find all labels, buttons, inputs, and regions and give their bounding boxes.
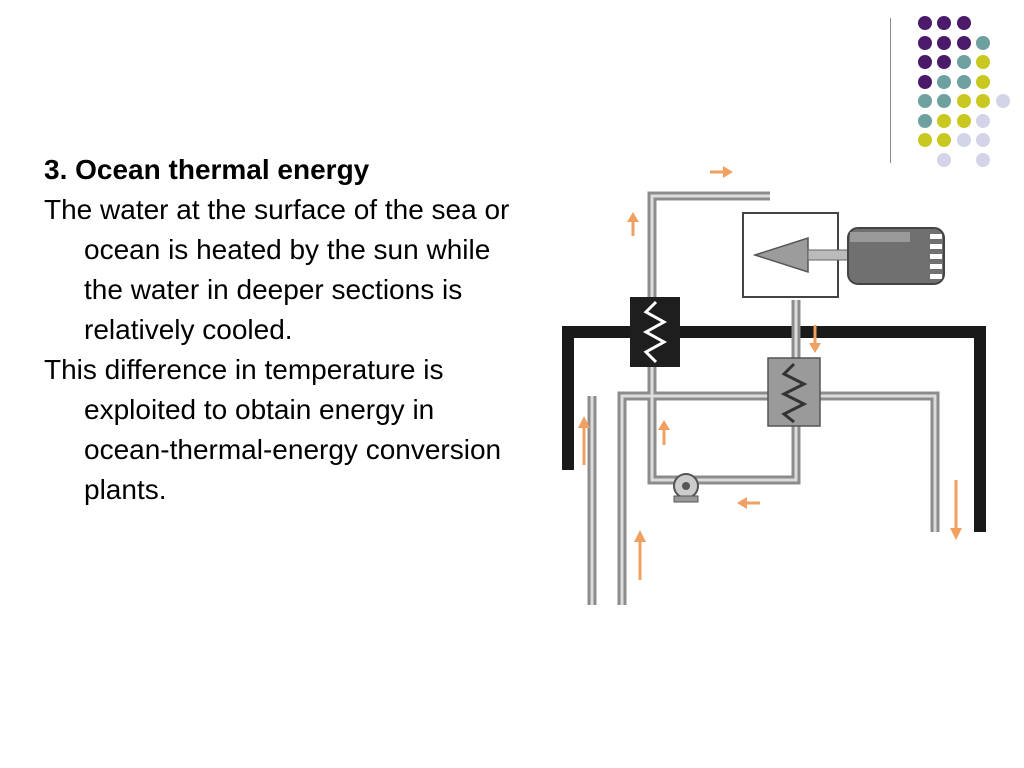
arrow-left-icon [737, 497, 760, 509]
heat-exchanger-cool-icon [767, 357, 821, 427]
paragraph-surface-water: The water at the surface of the sea or o… [44, 194, 510, 345]
flow-arrows [578, 166, 962, 580]
paragraph-temperature-difference: This difference in temperature is exploi… [44, 354, 502, 505]
decorative-dot [937, 16, 951, 30]
decorative-dot [937, 152, 951, 167]
decorative-dot [976, 133, 990, 147]
decorative-dot [937, 94, 951, 108]
otec-plant-diagram [562, 166, 986, 605]
generator-icon [847, 227, 945, 285]
decorative-dot [917, 133, 932, 147]
arrow-up-icon [627, 212, 639, 236]
decorative-divider-line [890, 18, 891, 163]
decorative-dot [976, 74, 990, 89]
tank-wall [562, 326, 986, 532]
decorative-dot [917, 94, 932, 108]
slide-text-body: 3. Ocean thermal energy The water at the… [44, 150, 524, 510]
arrow-down-icon [809, 325, 821, 353]
decorative-dot [956, 113, 971, 128]
decorative-dot [976, 55, 990, 69]
arrow-up-icon [578, 416, 590, 465]
decorative-dot [976, 35, 990, 50]
decorative-dot [937, 133, 951, 147]
slide-heading: 3. Ocean thermal energy [44, 154, 370, 185]
decorative-dot [976, 113, 990, 128]
pump-icon [673, 473, 699, 503]
arrow-down-icon [950, 480, 962, 540]
arrow-up-icon [658, 420, 670, 445]
decorative-dot [956, 16, 971, 30]
decorative-dot [937, 55, 951, 69]
decorative-dot [956, 74, 971, 89]
decorative-dot [956, 55, 971, 69]
arrow-right-icon [710, 166, 733, 178]
decorative-dot [956, 133, 971, 147]
decorative-dot [917, 113, 932, 128]
decorative-dot [917, 74, 932, 89]
decorative-dot [956, 94, 971, 108]
decorative-dot [917, 16, 932, 30]
decorative-dot [937, 113, 951, 128]
decorative-dot-grid [0, 0, 1024, 170]
decorative-dot [956, 35, 971, 50]
decorative-dot [917, 55, 932, 69]
decorative-dot [995, 94, 1010, 108]
decorative-dot [917, 35, 932, 50]
heat-exchanger-warm-icon [630, 297, 680, 367]
decorative-dot [976, 94, 990, 108]
decorative-dot [937, 74, 951, 89]
decorative-dot [976, 152, 990, 167]
arrow-up-icon [634, 530, 646, 580]
turbine-icon [742, 212, 849, 298]
decorative-dot [937, 35, 951, 50]
